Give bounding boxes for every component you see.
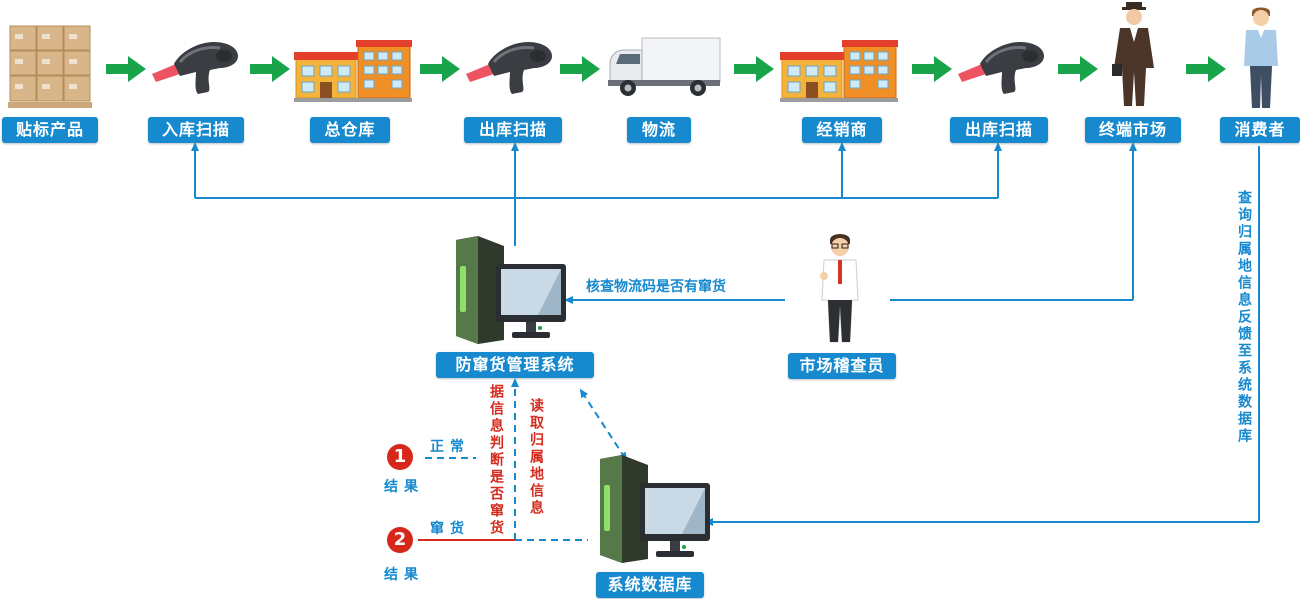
- step-label-distributor: 经销商: [802, 117, 882, 143]
- consumer-person-icon: [1244, 7, 1278, 108]
- result-1-label: 结果: [384, 479, 424, 495]
- barcode-scanner-icon: [466, 42, 552, 94]
- step-label-consumer: 消费者: [1220, 117, 1300, 143]
- businessman-icon: [1112, 2, 1154, 106]
- distributor-building-icon: [780, 40, 898, 102]
- green-arrow-icon: [420, 56, 460, 82]
- inspector-label: 市场稽查员: [788, 353, 896, 379]
- green-arrow-icon: [734, 56, 774, 82]
- green-arrow-icon: [1058, 56, 1098, 82]
- green-arrow-icon: [560, 56, 600, 82]
- judge-info-text: 据信息判断是否窜货: [488, 384, 504, 537]
- consumer-query-line: [704, 146, 1260, 526]
- database-computer-icon: [600, 455, 710, 563]
- step-label-inbound-scan: 入库扫描: [148, 117, 244, 143]
- scan-feedback-lines: [191, 142, 1002, 246]
- inspector-action-text: 核查物流码是否有窜货: [586, 279, 726, 295]
- read-info-text: 读取归属地信息: [528, 398, 544, 517]
- step-label-outbound-scan: 出库扫描: [464, 117, 562, 143]
- result-1-status: 正常: [430, 439, 470, 455]
- step-label-labeled-product: 贴标产品: [2, 117, 98, 143]
- step-label-outbound-scan-2: 出库扫描: [950, 117, 1048, 143]
- green-arrow-icon: [1186, 56, 1226, 82]
- system-computer-icon: [456, 236, 566, 344]
- result-2-status: 窜货: [430, 521, 470, 537]
- result-2-label: 结果: [384, 567, 424, 583]
- delivery-truck-icon: [608, 37, 721, 96]
- barcode-scanner-icon: [152, 42, 238, 94]
- result-2-badge: 2: [387, 527, 413, 553]
- inspector-lines: [564, 142, 1137, 304]
- system-database-dashed-lines: [425, 378, 628, 541]
- database-label: 系统数据库: [596, 572, 704, 598]
- green-arrow-icon: [250, 56, 290, 82]
- green-arrow-icon: [106, 56, 146, 82]
- warehouse-building-icon: [294, 40, 412, 102]
- consumer-query-text: 查询归属地信息反馈至系统数据库: [1236, 190, 1252, 445]
- inspector-person-icon: [820, 234, 859, 343]
- green-arrow-icon: [912, 56, 952, 82]
- system-label: 防窜货管理系统: [436, 352, 594, 378]
- step-label-main-warehouse: 总仓库: [310, 117, 390, 143]
- step-label-terminal-market: 终端市场: [1085, 117, 1181, 143]
- result-1-badge: 1: [387, 444, 413, 470]
- carton-boxes-icon: [8, 25, 92, 108]
- step-label-logistics: 物流: [627, 117, 691, 143]
- barcode-scanner-icon: [958, 42, 1044, 94]
